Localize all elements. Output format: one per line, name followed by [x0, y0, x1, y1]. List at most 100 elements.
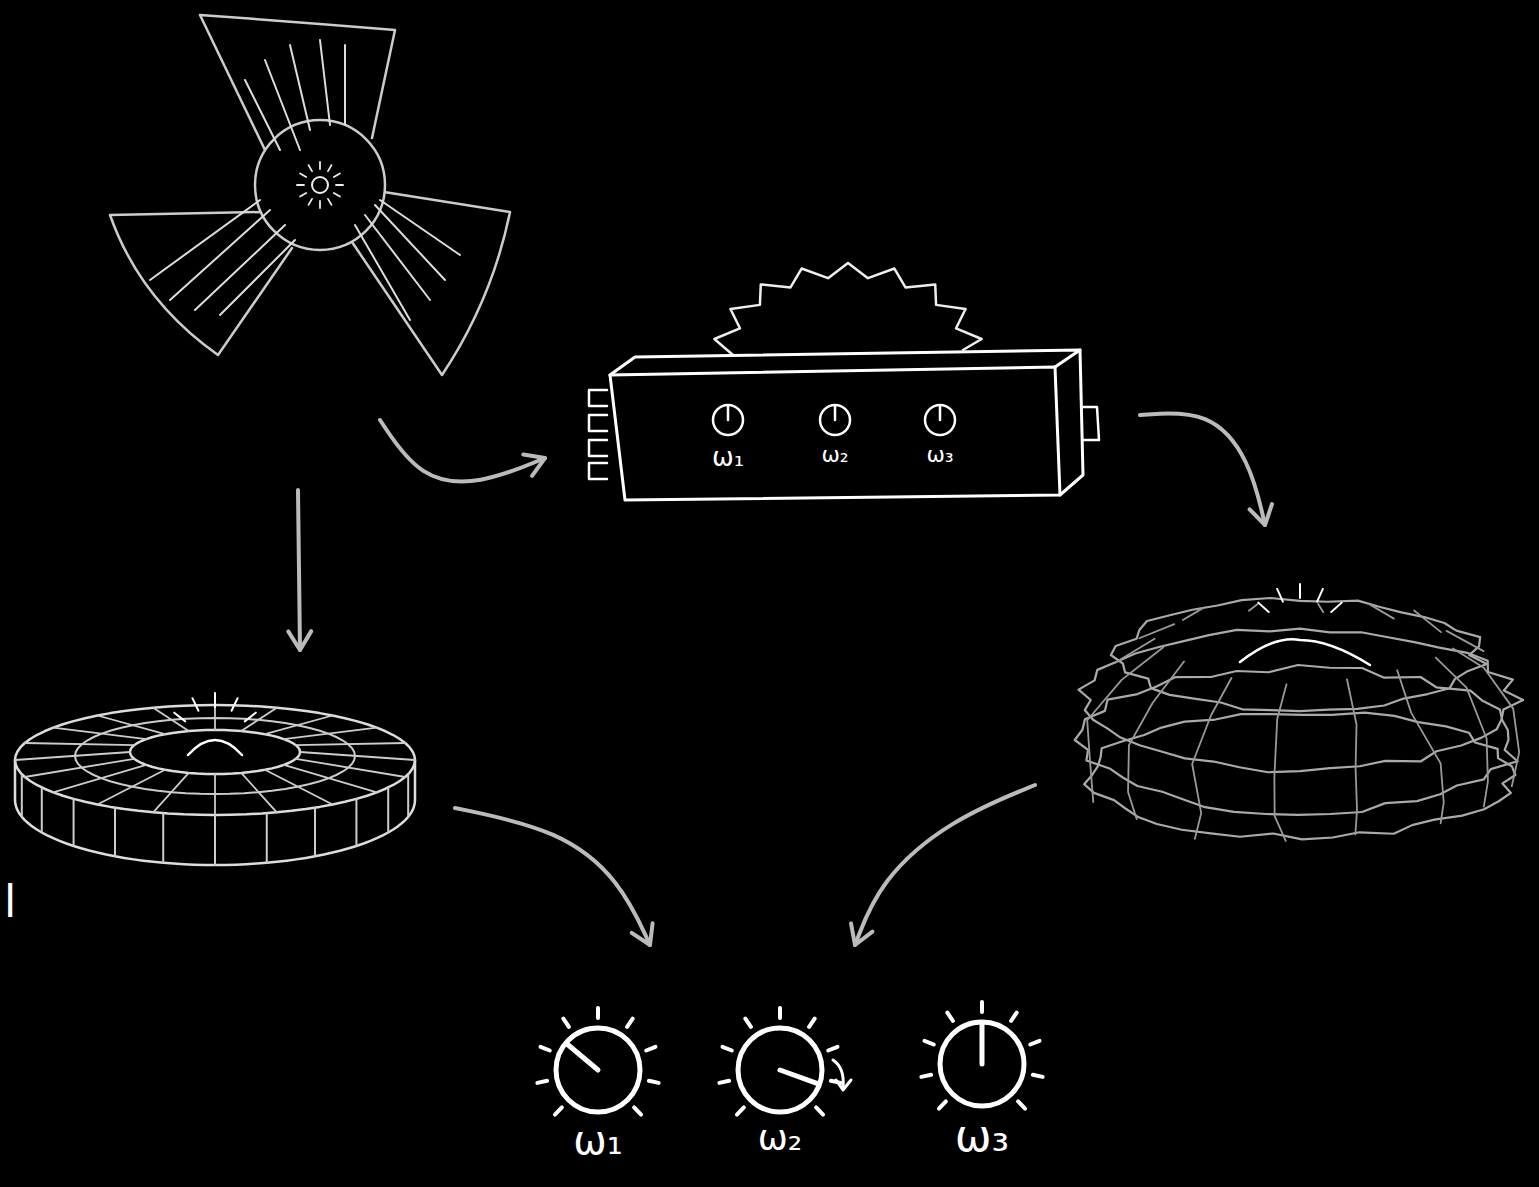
saw-blade [714, 263, 981, 355]
torus-grid [265, 770, 333, 805]
fan-streak [375, 205, 445, 280]
knob-tick [1011, 1013, 1017, 1021]
saw-teeth [714, 263, 981, 355]
knob-pointer [834, 406, 837, 420]
knob-dial [940, 1022, 1024, 1106]
mesh-grid [1274, 684, 1286, 841]
knob-tick [719, 1081, 729, 1083]
control-knob: ω₃ [907, 994, 1057, 1174]
torus-grid [214, 815, 216, 865]
flow-arrow [298, 490, 300, 650]
text-fragment: l [4, 878, 16, 926]
mesh-outline [1111, 598, 1487, 711]
torus-dome [188, 740, 242, 755]
fan-streak [355, 225, 410, 320]
arrow-head [523, 455, 545, 476]
knob-tick [828, 1047, 837, 1051]
fan-streak [380, 200, 460, 255]
torus-grid [296, 743, 405, 745]
glow-mark [174, 713, 185, 722]
knob-tick [947, 1013, 953, 1021]
knob-pointer [780, 1070, 818, 1084]
glow-mark [232, 698, 238, 711]
fan-streak [344, 45, 346, 125]
torus-grid [266, 813, 268, 863]
device-outline [585, 345, 1105, 510]
torus-grid [53, 728, 146, 739]
glow-mark [214, 693, 216, 707]
flow-arrow [380, 420, 545, 481]
torus-grid [284, 728, 377, 739]
mesh-grid [1249, 604, 1258, 611]
mesh-grid [1318, 604, 1323, 612]
torus-grid [153, 773, 189, 812]
torus-grid [162, 813, 164, 863]
turn-arrow-head [836, 1080, 851, 1090]
knob-tick [634, 1107, 641, 1114]
device-button [589, 390, 607, 406]
knob-dial [738, 1028, 822, 1112]
torus-grid [355, 799, 357, 846]
device-side [1060, 350, 1083, 495]
torus-grid [241, 773, 277, 812]
torus-grid [114, 808, 116, 857]
knob-tick [921, 1075, 931, 1077]
fan-spin-mark [334, 193, 340, 197]
knob-tick [925, 1041, 934, 1045]
fan-spin-mark [334, 174, 340, 178]
torus-grid [387, 788, 389, 833]
mesh-grid [1347, 679, 1357, 834]
knob-tick [723, 1047, 732, 1051]
mesh-outline [1075, 665, 1518, 815]
knob-tick [745, 1019, 751, 1027]
knob-tick [1030, 1041, 1039, 1045]
mesh-dome [1240, 639, 1370, 665]
knob-tick [737, 1107, 744, 1114]
knob-tick [646, 1047, 655, 1051]
knob-tick [596, 1008, 600, 1018]
arrow-head [1250, 504, 1272, 525]
torus-grid [314, 808, 316, 857]
mesh-grid [1128, 662, 1184, 820]
torus-grid [300, 752, 415, 760]
fan-spin-mark [319, 201, 321, 208]
knob-dial [556, 1028, 640, 1112]
knob-label: ω₃ [926, 443, 953, 467]
device-knob [820, 405, 850, 435]
knob-pointer [980, 1024, 985, 1064]
mixer-device: ω₁ω₂ω₃ [585, 345, 1105, 510]
torus-grid [241, 708, 277, 731]
torus-mesh [15, 693, 415, 865]
torus-grid [407, 774, 409, 817]
knob-pointer [939, 406, 942, 420]
rough-mesh [1075, 584, 1523, 841]
knob-label: ω₃ [955, 1112, 1009, 1160]
glow-mark [1331, 603, 1341, 612]
knob-tick [541, 1047, 550, 1051]
arrow-head [288, 631, 311, 650]
device-button [589, 463, 607, 479]
knob-label: ω₂ [758, 1118, 803, 1158]
glow-mark [1258, 603, 1268, 612]
torus-grid [21, 774, 23, 817]
knob-label: ω₁ [573, 1118, 623, 1162]
control-knob: ω₁ [523, 1000, 673, 1180]
device-button [589, 440, 607, 456]
mesh-grid [1087, 647, 1163, 802]
knob-tick [778, 1008, 782, 1018]
knob-tick [555, 1107, 562, 1114]
mesh-grid [1414, 610, 1441, 632]
mesh-grid [1453, 648, 1519, 786]
fan-spin-mark [336, 184, 343, 186]
fan-spin-mark [328, 199, 332, 205]
torus-grid [15, 752, 130, 760]
device-side-knob [1082, 407, 1099, 440]
knob-tick [816, 1107, 823, 1114]
fan-spin-mark [300, 193, 306, 197]
device-knob [925, 405, 955, 435]
torus-outline [15, 705, 415, 815]
fan-spin-mark [297, 184, 304, 186]
arrow-head [851, 923, 872, 945]
fan-illustration [110, 15, 510, 375]
knob-tick [537, 1081, 547, 1083]
